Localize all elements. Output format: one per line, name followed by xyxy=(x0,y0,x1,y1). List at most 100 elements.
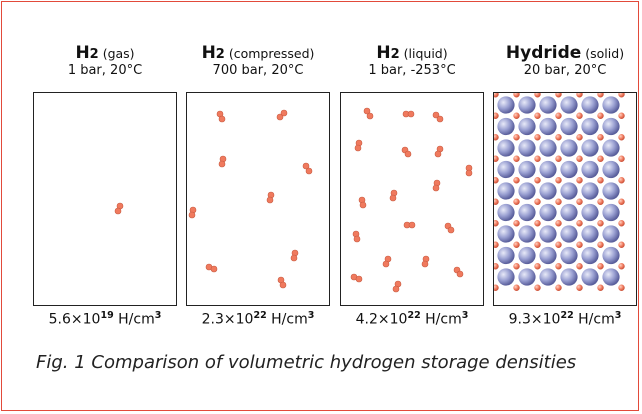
metal-atom xyxy=(560,203,578,222)
hydrogen-atom xyxy=(618,112,625,119)
metal-atom xyxy=(560,225,578,243)
metal-atom xyxy=(497,182,515,200)
h2-molecule xyxy=(218,155,227,168)
panel-title: H2 (compressed) xyxy=(186,42,330,64)
h2-molecule xyxy=(382,255,392,268)
h2-molecule xyxy=(389,189,398,202)
figure-caption: Fig. 1 Comparison of volumetric hydrogen… xyxy=(36,352,577,373)
metal-atom xyxy=(539,96,557,114)
metal-atom xyxy=(539,268,557,286)
h2-molecule xyxy=(432,111,444,123)
metal-atom xyxy=(581,203,599,222)
molecule-field-gas xyxy=(114,202,124,215)
metal-atom xyxy=(539,117,557,136)
hydrogen-atom xyxy=(534,177,541,184)
storage-box-gas xyxy=(33,92,177,306)
h2-molecule xyxy=(114,202,124,215)
h2-molecule xyxy=(266,191,275,204)
hydrogen-atom xyxy=(597,177,604,184)
conditions: 700 bar, 20°C xyxy=(212,63,304,78)
hydrogen-atom xyxy=(494,263,499,270)
metal-atom xyxy=(539,246,557,265)
metal-atom xyxy=(581,225,599,243)
hydrogen-atom xyxy=(618,220,625,227)
hydrogen-atom xyxy=(534,155,541,162)
hydrogen-atom xyxy=(576,284,583,291)
h2-molecule xyxy=(465,164,473,177)
state-label: (compressed) xyxy=(224,46,315,61)
conditions: 1 bar, -253°C xyxy=(368,63,456,78)
hydrogen-atom xyxy=(555,284,562,291)
density-label: 5.6×1019 H/cm3 xyxy=(48,310,162,328)
metal-atom xyxy=(497,203,515,222)
h2-molecule xyxy=(421,255,430,268)
metal-atom xyxy=(602,160,620,179)
metal-atom xyxy=(560,268,578,286)
conditions: 1 bar, 20°C xyxy=(67,63,143,78)
metal-atom xyxy=(581,139,599,157)
hydrogen-atom xyxy=(534,220,541,227)
metal-atom xyxy=(539,203,557,222)
hydrogen-atom xyxy=(513,220,520,227)
hydrogen-atom xyxy=(555,93,562,98)
formula: H xyxy=(376,43,391,63)
metal-atom xyxy=(560,139,578,157)
hydrogen-atom xyxy=(597,241,604,248)
metal-atom xyxy=(518,246,536,265)
hydrogen-atom xyxy=(576,263,583,270)
hydrogen-atom xyxy=(555,263,562,270)
panel-gas: H2 (gas) 1 bar, 20°C 5.6×1019 H/cm3 xyxy=(33,42,177,328)
h2-molecule xyxy=(352,230,361,243)
panel-title: H2 (liquid) xyxy=(340,42,484,64)
molecule-field-compressed xyxy=(188,109,313,289)
metal-atom xyxy=(602,203,620,222)
metal-atom xyxy=(602,225,620,243)
hydrogen-atom xyxy=(494,134,499,141)
panel-liquid: H2 (liquid) 1 bar, -253°C xyxy=(340,42,484,328)
metal-atom xyxy=(560,160,578,179)
metal-atom xyxy=(581,268,599,286)
metal-atom xyxy=(581,96,599,114)
hydrogen-atom xyxy=(618,284,625,291)
hydrogen-atom xyxy=(534,263,541,270)
hydrogen-atom xyxy=(555,134,562,141)
panel-hydride: Hydride (solid) 20 bar, 20°C xyxy=(493,42,637,328)
hydrogen-atom xyxy=(576,112,583,119)
hydrogen-atom xyxy=(576,241,583,248)
h2-molecule xyxy=(392,280,402,293)
hydrogen-atom xyxy=(555,241,562,248)
metal-atom xyxy=(518,160,536,179)
metal-atom xyxy=(581,246,599,265)
metal-atom xyxy=(497,246,515,265)
hydrogen-atom xyxy=(597,284,604,291)
hydrogen-atom xyxy=(576,177,583,184)
hydrogen-atom xyxy=(494,220,499,227)
h2-molecule xyxy=(216,110,226,123)
h2-molecule xyxy=(432,179,441,192)
metal-atom xyxy=(602,139,620,157)
metal-atom xyxy=(539,182,557,200)
hydrogen-atom xyxy=(576,134,583,141)
panel-compressed: H2 (compressed) 700 bar, 20°C 2.3×1022 H… xyxy=(186,42,330,328)
h2-molecule xyxy=(205,263,218,273)
metal-atom xyxy=(497,225,515,243)
h2-molecule xyxy=(358,196,367,209)
metal-atom xyxy=(581,117,599,136)
h2-molecule xyxy=(354,139,363,152)
hydrogen-atom xyxy=(494,241,499,248)
storage-box-hydride xyxy=(493,92,637,306)
h2-molecule xyxy=(401,146,412,158)
h2-molecule xyxy=(276,109,288,121)
hydrogen-atom xyxy=(513,112,520,119)
state-label: (gas) xyxy=(98,46,135,61)
metal-atom xyxy=(560,182,578,200)
h2-molecule xyxy=(402,110,415,118)
hydrogen-atom xyxy=(494,177,499,184)
hydrogen-atom xyxy=(597,112,604,119)
hydrogen-atom xyxy=(494,112,499,119)
formula-subscript: 2 xyxy=(390,47,400,62)
hydrogen-atom xyxy=(534,112,541,119)
metal-atom xyxy=(602,117,620,136)
metal-atom xyxy=(560,96,578,114)
